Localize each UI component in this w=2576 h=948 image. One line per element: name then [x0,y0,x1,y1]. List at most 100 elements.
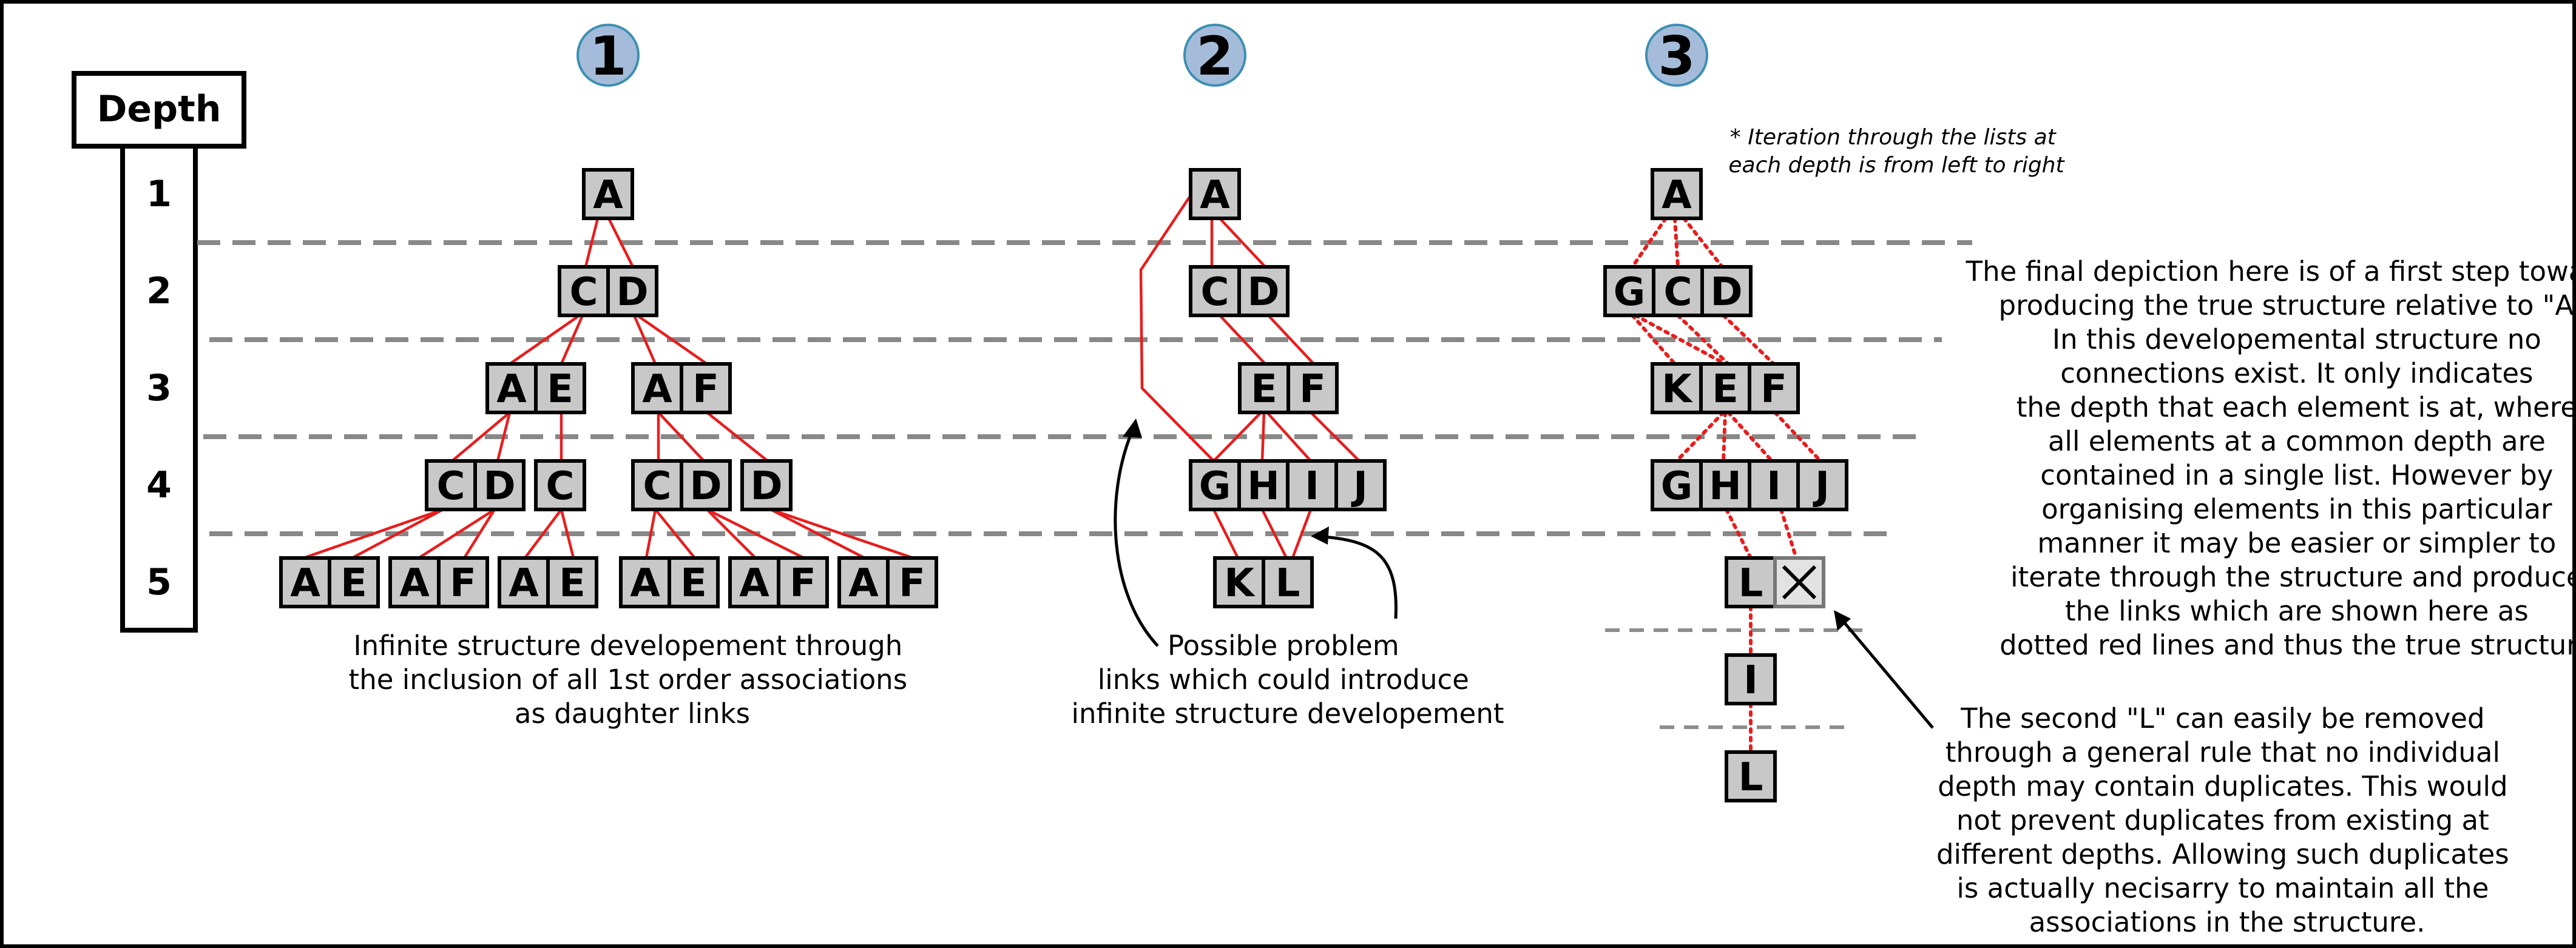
node-box [1773,556,1825,608]
node-letter: E [559,561,586,606]
node-box [1189,168,1241,220]
node-letter: I [1305,464,1319,509]
depth-title: Depth [97,88,221,130]
node-letter: G [1614,270,1646,315]
node-letter: C [643,464,672,509]
node-box [534,459,586,511]
link [418,508,496,559]
list-node: D [473,459,526,511]
node-box [1213,556,1265,608]
link [1267,314,1315,365]
paragraph-line: contained in a single list. However by [2040,459,2553,491]
node-letter: A [399,561,430,606]
link [351,508,444,559]
node-letter: F [450,561,476,606]
node-letter: F [899,561,925,606]
depth-legend: Depth 1 2 3 4 5 [72,71,246,633]
node-letter: C [437,464,465,509]
node-letter: A [1200,173,1230,218]
dotted-link [1676,314,1730,366]
list-node: H [1237,459,1290,511]
link [769,508,866,559]
node-box [886,556,938,608]
dotted-link [1631,314,1677,366]
node-letter: K [1224,561,1256,606]
list-node: F [1748,362,1800,414]
paragraph-line: manner it may be easier or simpler to [2037,527,2556,559]
step-circle-3 [1645,24,1708,87]
arrow-to-loop-link [1114,430,1159,647]
node-letter: E [680,561,707,606]
node-letter: L [1276,561,1300,606]
node-letter: E [1251,367,1277,412]
node-letter: A [630,561,660,606]
list-node: D [1237,265,1290,317]
list-node: D [680,459,732,511]
node-box [1237,265,1290,317]
arrow-to-kl-links [1322,535,1398,619]
step-circle-2 [1183,24,1246,87]
list-node: D [1700,265,1753,317]
node-box [328,556,380,608]
link [607,217,635,268]
depth-column-box [120,144,198,633]
paragraph-line: all elements at a common depth are [2048,425,2546,457]
step-number-2: 2 [1196,25,1233,87]
list-node: C [534,459,586,511]
node-letter: A [739,561,769,606]
paragraph-line: producing the true structure relative to… [1999,289,2576,321]
node-letter: F [692,367,719,412]
link [1219,314,1266,365]
list-node: E [546,556,598,608]
node-box [680,362,732,414]
node-letter: J [1813,464,1830,509]
link [509,314,581,365]
link [636,314,708,365]
link [451,411,511,462]
list-node: E [668,556,720,608]
node-letter: A [642,367,672,412]
list-node: A [1651,168,1703,220]
list-node: A [498,556,550,608]
diagram2-caption-line: infinite structure developement [1071,698,1504,730]
node-letter: C [1664,270,1692,315]
link [1291,509,1313,559]
list-node: A [837,556,890,608]
link [524,508,563,559]
arrowhead [1311,526,1329,545]
duplicate-paragraph: The second "L" can easily be removed thr… [1936,702,2518,938]
node-letter: C [546,464,575,509]
dotted-link [1682,217,1724,269]
list-node: J [1796,459,1848,511]
node-box [534,362,586,414]
node-box [425,459,477,511]
list-node: J [1334,459,1387,511]
diagram1-caption-line: the inclusion of all 1st order associati… [349,664,908,696]
dotted-link [1725,508,1753,560]
node-letter: D [750,464,782,509]
node-box [668,556,720,608]
node-box [546,556,598,608]
node-letter: L [1739,561,1763,606]
list-node: E [328,556,380,608]
paragraph-line: depth may contain duplicates. This would [1938,770,2508,802]
list-node: F [1286,362,1339,414]
link [1260,508,1288,559]
iteration-note-line: each depth is from left to right [1728,153,2065,178]
link [1266,411,1312,462]
link [584,218,600,267]
list-node: L [1262,556,1314,608]
node-letter: L [1739,755,1763,800]
arrow-to-duplicate-node [1842,620,1934,729]
list-node: F [777,556,829,608]
node-box [1748,362,1800,414]
paragraph-line: different depths. Allowing such duplicat… [1936,838,2509,870]
loop-link [1139,196,1215,462]
step-circles: 1 2 3 [576,24,1708,87]
node-box [1603,265,1655,317]
node-letter: H [1709,464,1742,509]
paragraph-line: connections exist. It only indicates [2060,357,2533,389]
node-box [1651,362,1703,414]
list-node: K [1213,556,1265,608]
node-box [631,362,683,414]
